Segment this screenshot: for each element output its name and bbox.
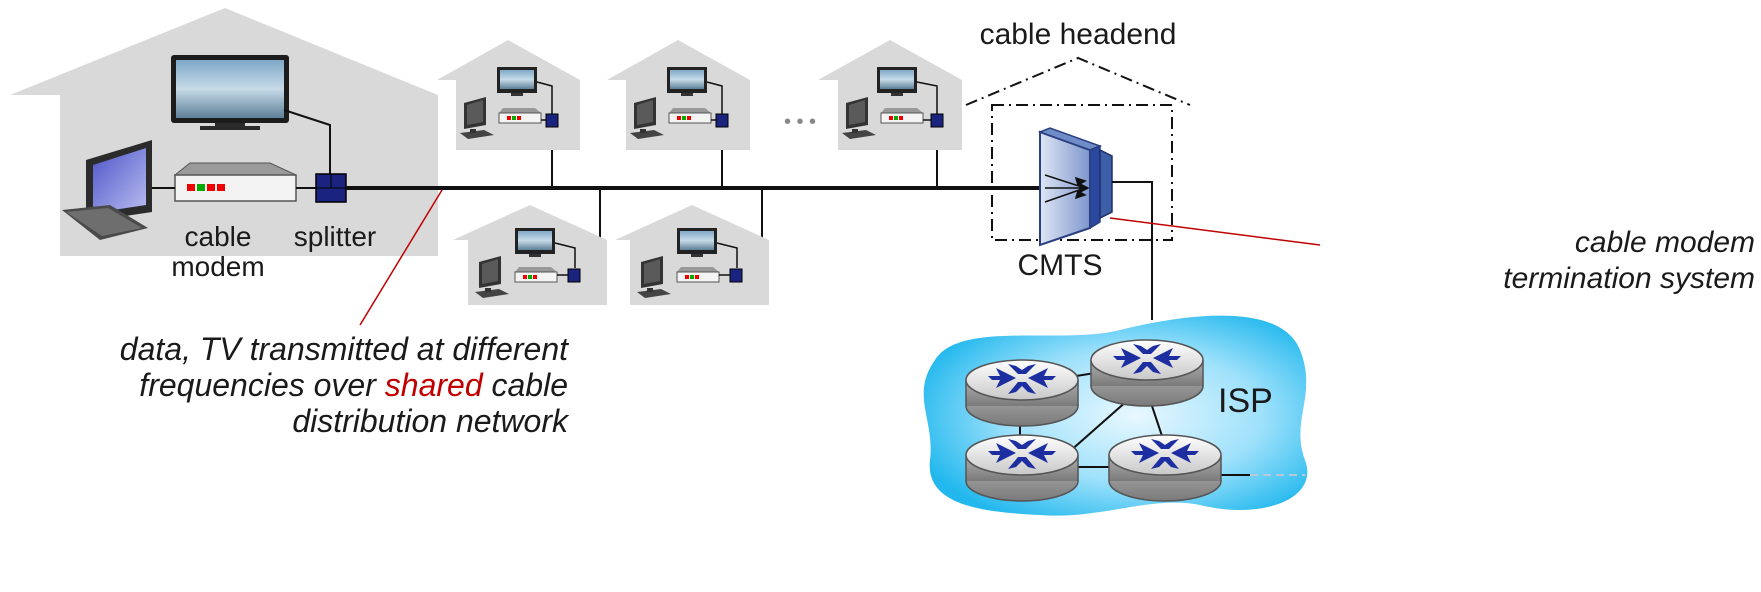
ellipsis: • • • (784, 111, 816, 133)
router-icon (1108, 434, 1222, 502)
cmts-desc-line1: cable modem (1575, 226, 1755, 259)
house-shape (818, 40, 962, 150)
router-icon (1090, 339, 1204, 407)
annotation-pointer-line (359, 189, 443, 326)
splitter-label: splitter (294, 221, 376, 252)
splitter-icon (567, 268, 581, 283)
router-icon (965, 434, 1079, 502)
home-bottom-1 (453, 205, 607, 305)
splitter-icon (930, 113, 944, 128)
annotation-line2-start: frequencies over (139, 367, 384, 403)
cable-headend-label: cable headend (980, 18, 1177, 51)
splitter-icon (315, 173, 347, 203)
isp-label: ISP (1218, 382, 1273, 420)
splitter-icon (545, 113, 559, 128)
desktop-computer-icon (62, 140, 152, 240)
tv-icon (171, 55, 289, 130)
annotation-line1: data, TV transmitted at different (120, 331, 569, 367)
home-bottom-2 (615, 205, 769, 305)
annotation-line2: frequencies over shared cable (139, 367, 568, 403)
cmts-pointer-line (1109, 217, 1321, 246)
cmts-uplink (1112, 181, 1153, 320)
cmts-desc-line2: termination system (1503, 262, 1755, 295)
router-icon (965, 359, 1079, 427)
splitter-icon (729, 268, 743, 283)
home-main: cable modem splitter (10, 8, 438, 282)
house-shape (607, 40, 750, 150)
cable-modem-label-line2: modem (171, 251, 264, 282)
home-top-2 (607, 40, 750, 150)
cable-headend: cable headend (965, 18, 1191, 241)
house-shape (437, 40, 580, 150)
cable-modem-label-line1: cable (185, 221, 252, 252)
annotation-line3: distribution network (292, 403, 570, 439)
cable-modem-icon (173, 162, 297, 202)
annotation-highlight-shared: shared (385, 367, 484, 403)
splitter-icon (715, 113, 729, 128)
cmts-label: CMTS (1018, 249, 1103, 282)
home-top-1 (437, 40, 580, 150)
cmts-icon (1037, 127, 1113, 247)
home-top-3 (818, 40, 962, 150)
annotation-line2-end: cable (483, 367, 568, 403)
